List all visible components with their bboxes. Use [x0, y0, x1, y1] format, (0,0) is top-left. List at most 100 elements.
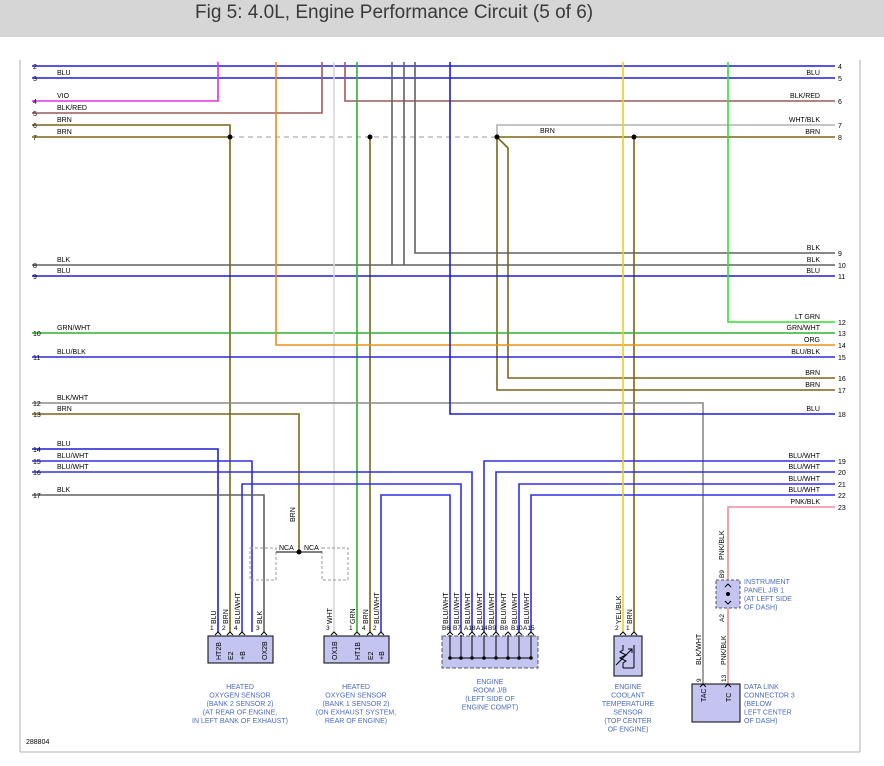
- nca-ghost-right: [321, 547, 349, 581]
- right-wire-label: BLU/WHT: [789, 464, 821, 471]
- pin-number: 4: [362, 625, 366, 632]
- pin-chevron-icon: [480, 631, 488, 636]
- splice-dot: [631, 134, 637, 140]
- left-wire-number: 16: [33, 470, 41, 477]
- component-caption-line: OF DASH): [744, 605, 777, 612]
- pin-terminal-name: +B: [240, 651, 247, 660]
- thermistor-arrow: [615, 648, 633, 666]
- pin-number: B9: [719, 570, 726, 578]
- pin-terminal-name: +B: [379, 651, 386, 660]
- pin-terminal-name: TC: [726, 693, 733, 702]
- pin-number: A2: [719, 614, 726, 622]
- pin-wire-color: BLK: [257, 610, 264, 624]
- right-wire-label: BLK: [807, 245, 821, 252]
- pin-number: B9: [488, 625, 496, 632]
- right-wire-number: 4: [838, 64, 842, 71]
- left-wire-number: 9: [33, 274, 37, 281]
- component-caption-line: (ON EXHAUST SYSTEM,: [316, 710, 396, 717]
- jb-box: [441, 635, 539, 669]
- right-wire-number: 15: [838, 355, 846, 362]
- nca-ghost-left: [249, 547, 277, 581]
- left-wire-label: BLU: [57, 268, 71, 275]
- pin-number: 2: [222, 625, 226, 632]
- pin-wire-color: BLU/WHT: [465, 592, 472, 624]
- left-wire-number: 8: [33, 263, 37, 270]
- right-wire-number: 8: [838, 135, 842, 142]
- thermistor-icon: [618, 645, 628, 668]
- left-wire-number: 7: [33, 135, 37, 142]
- wire-blu-wht-19: [483, 460, 835, 632]
- pin-wire-color: BLU/WHT: [477, 592, 484, 624]
- wire-blk-17: [32, 494, 265, 632]
- wire-brn-16: [496, 136, 835, 379]
- pin-chevron-icon: [492, 631, 500, 636]
- wire-wht-blk: [496, 124, 835, 137]
- left-wire-label: BLU/BLK: [57, 349, 86, 356]
- wire-blu-wht-15: [32, 460, 253, 632]
- left-wire-number: 6: [33, 123, 37, 130]
- component-caption-line: OXYGEN SENSOR: [209, 693, 270, 700]
- right-wire-number: 20: [838, 470, 846, 477]
- pin-number: A14: [476, 625, 488, 632]
- pin-chevron-icon: [630, 631, 638, 636]
- splice-dot: [367, 134, 373, 140]
- ect-box: [613, 635, 643, 677]
- right-wire-number: 19: [838, 459, 846, 466]
- right-wire-label: BLU/BLK: [791, 349, 820, 356]
- pin-number: 2: [615, 625, 619, 632]
- connector-box: [207, 635, 274, 664]
- pin-chevron-icon: [515, 631, 523, 636]
- pin-terminal-name: OX1B: [332, 641, 339, 660]
- pin-number: 1: [349, 625, 353, 632]
- jb-bus-dot: [448, 656, 452, 660]
- component-caption-line: OXYGEN SENSOR: [325, 693, 386, 700]
- left-wire-number: 14: [33, 447, 41, 454]
- right-wire-number: 6: [838, 99, 842, 106]
- component-caption-line: OF ENGINE): [608, 727, 649, 734]
- left-wire-number: 15: [33, 459, 41, 466]
- left-wire-label: BLK/WHT: [57, 395, 89, 402]
- component-caption-line: (BELOW: [744, 701, 772, 708]
- engine-room-jb: BLU/WHTB6BLU/WHTB7BLU/WHTA18BLU/WHTA14BL…: [441, 592, 539, 712]
- component-caption-line: ENGINE: [477, 679, 504, 686]
- left-wire-number: 17: [33, 493, 41, 500]
- jb-bus-dot: [494, 656, 498, 660]
- pin-wire-color: BLU/WHT: [454, 592, 461, 624]
- left-wire-label: BLK/RED: [57, 105, 87, 112]
- left-wire-label: BLU: [57, 441, 71, 448]
- pin-number: B8: [500, 625, 508, 632]
- left-wire-number: 10: [33, 331, 41, 338]
- right-wire-label: BLU: [806, 70, 820, 77]
- jb-bus-dot: [529, 656, 533, 660]
- component-caption-line: (LEFT SIDE OF: [465, 696, 514, 703]
- jb-bus-dot: [459, 656, 463, 660]
- component-caption-line: (AT LEFT SIDE: [744, 596, 792, 603]
- right-wire-label: GRN/WHT: [787, 325, 821, 332]
- wire-brn-17: [496, 137, 835, 391]
- left-wire-number: 5: [33, 111, 37, 118]
- pin-number: B6: [442, 625, 450, 632]
- pin-wire-color: BLU/WHT: [512, 592, 519, 624]
- component-caption-line: SENSOR: [613, 710, 643, 717]
- jb-bus-dot: [470, 656, 474, 660]
- pin-chevron-icon: [226, 631, 234, 636]
- pin-number: 9: [696, 678, 703, 682]
- wire-blk-wht: [32, 402, 704, 684]
- wire-blu-18: [449, 62, 835, 415]
- pin-chevron-icon: [366, 631, 374, 636]
- wire-blk-9: [414, 62, 835, 254]
- pin-number: A15: [523, 625, 535, 632]
- right-wire-label: BLK/RED: [790, 93, 820, 100]
- component-caption-line: (TOP CENTER: [604, 718, 651, 725]
- left-wire-label: BRN: [57, 117, 72, 124]
- component-caption-line: ENGINE COMPT): [462, 705, 518, 712]
- right-wire-label: BLU/WHT: [789, 476, 821, 483]
- component-caption-line: OF DASH): [744, 718, 777, 725]
- right-wire-number: 13: [838, 331, 846, 338]
- pin-chevron-icon: [446, 631, 454, 636]
- pin-number: 1: [626, 625, 630, 632]
- pin-wire-color: WHT: [327, 607, 334, 624]
